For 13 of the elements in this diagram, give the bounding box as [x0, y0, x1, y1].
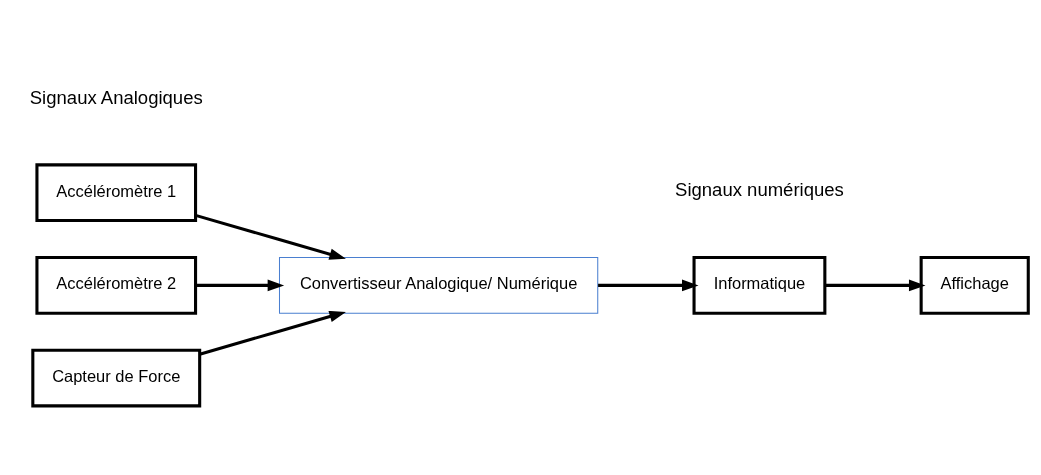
arrow — [199, 310, 346, 356]
node-box: Accéléromètre 2 — [35, 255, 198, 315]
arrow — [825, 279, 926, 291]
arrow — [195, 213, 346, 260]
node-box: Informatique — [692, 255, 827, 315]
node-box: Capteur de Force — [31, 348, 202, 407]
label: Signaux Analogiques — [29, 85, 203, 107]
node-box: Convertisseur Analogique/ Numérique — [278, 256, 599, 314]
arrow — [598, 279, 699, 291]
node-box: Affichage — [919, 255, 1030, 315]
label: Signaux numériques — [675, 178, 844, 200]
node-box: Accéléromètre 1 — [35, 162, 198, 222]
arrow — [195, 279, 285, 291]
